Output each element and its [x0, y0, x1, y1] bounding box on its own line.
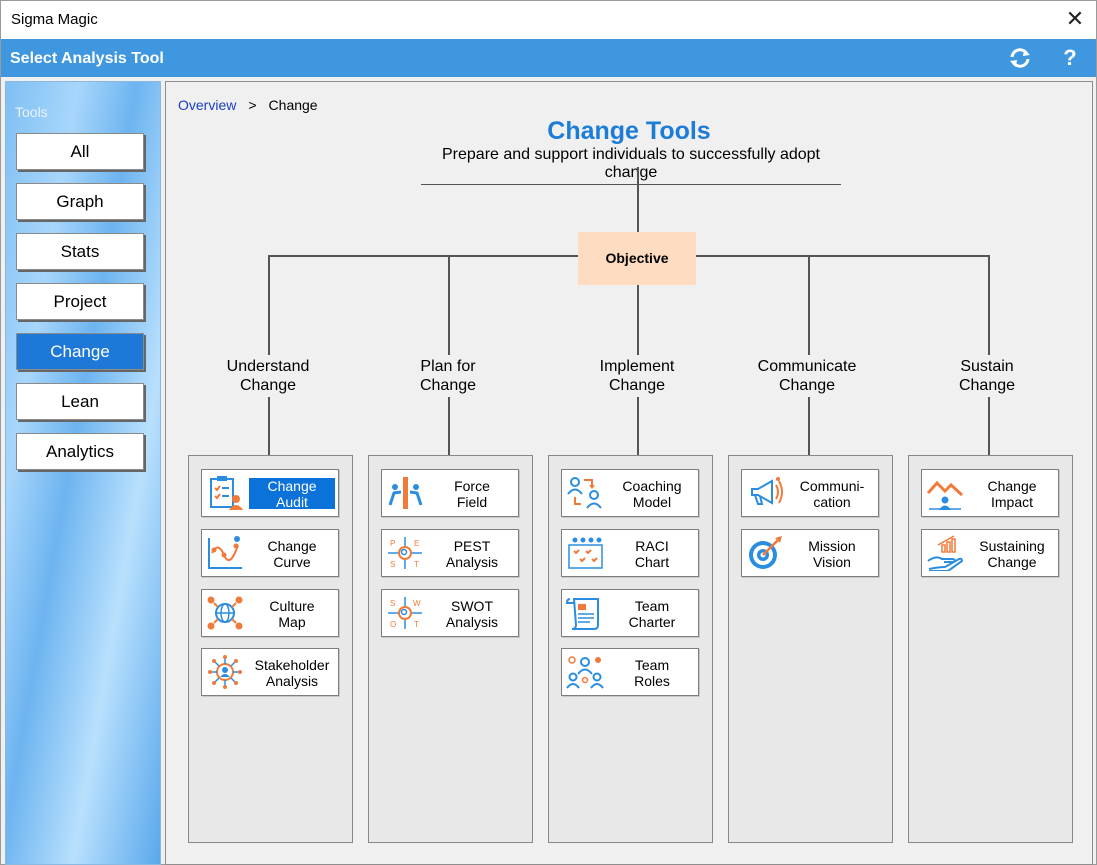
tool-column-plan: Force Field P E S T PEST Analysis — [368, 455, 533, 843]
tool-change-audit[interactable]: Change Audit — [201, 469, 339, 517]
svg-text:T: T — [414, 560, 419, 569]
refresh-icon[interactable] — [1007, 45, 1033, 71]
tool-swot-analysis[interactable]: S W O T SWOT Analysis — [381, 589, 519, 637]
tool-column-sustain: Change Impact Sustaining Change — [908, 455, 1073, 843]
connector-line — [637, 167, 639, 232]
tool-label: PEST Analysis — [445, 538, 499, 570]
impact-chart-icon — [926, 480, 964, 510]
tool-label: Mission Vision — [808, 538, 856, 570]
tool-mission-vision[interactable]: Mission Vision — [741, 529, 879, 577]
svg-text:S: S — [390, 560, 395, 569]
tool-label: RACI Chart — [634, 538, 670, 570]
target-icon — [749, 536, 782, 569]
connector-line — [988, 255, 990, 355]
sidebar-item-analytics[interactable]: Analytics — [16, 433, 144, 470]
scroll-document-icon — [566, 598, 599, 630]
tools-sidebar: Tools All Graph Stats Project Change Lea… — [5, 81, 161, 865]
sidebar-item-stats[interactable]: Stats — [16, 233, 144, 270]
tool-change-impact[interactable]: Change Impact — [921, 469, 1059, 517]
tool-change-curve[interactable]: Change Curve — [201, 529, 339, 577]
tool-label: Change Curve — [267, 538, 317, 570]
svg-text:P: P — [390, 539, 395, 548]
connector-line — [808, 255, 810, 355]
breadcrumb-current: Change — [268, 97, 318, 113]
sidebar-item-change[interactable]: Change — [16, 333, 144, 370]
window-title: Sigma Magic — [11, 11, 98, 28]
team-roles-icon — [566, 656, 604, 689]
stakeholder-hub-icon — [208, 655, 242, 689]
tool-force-field[interactable]: Force Field — [381, 469, 519, 517]
category-understand-change: Understand Change — [226, 358, 310, 394]
tool-label: Team Charter — [628, 598, 676, 630]
svg-text:W: W — [413, 599, 421, 608]
breadcrumb: Overview > Change — [178, 97, 318, 113]
title-bar: Sigma Magic ✕ — [1, 1, 1096, 39]
line-chart-icon — [208, 536, 242, 569]
connector-line — [637, 397, 639, 455]
megaphone-icon — [751, 477, 783, 505]
tool-label: Communi- cation — [799, 478, 865, 510]
page-subtitle: Prepare and support individuals to succe… — [421, 146, 841, 185]
objective-box: Objective — [578, 232, 696, 285]
sidebar-item-project[interactable]: Project — [16, 283, 144, 320]
tool-label: Sustaining Change — [979, 538, 1045, 570]
connector-line — [268, 255, 270, 355]
tool-column-communicate: Communi- cation Mission Vision — [728, 455, 893, 843]
globe-network-icon — [207, 596, 243, 630]
breadcrumb-separator: > — [248, 97, 257, 113]
tool-label: Team Roles — [634, 657, 670, 689]
connector-line — [988, 397, 990, 455]
breadcrumb-overview-link[interactable]: Overview — [178, 97, 237, 113]
close-icon[interactable]: ✕ — [1065, 6, 1085, 31]
category-implement-change: Implement Change — [599, 358, 675, 394]
svg-text:S: S — [390, 599, 395, 608]
connector-line — [448, 397, 450, 455]
tool-column-implement: Coaching Model RACI Chart — [548, 455, 713, 843]
category-plan-for-change: Plan for Change — [419, 358, 477, 394]
tool-team-roles[interactable]: Team Roles — [561, 648, 699, 696]
tool-label: Change Audit — [249, 478, 335, 510]
sidebar-item-graph[interactable]: Graph — [16, 183, 144, 220]
help-icon[interactable]: ? — [1063, 45, 1077, 70]
tool-raci-chart[interactable]: RACI Chart — [561, 529, 699, 577]
pest-icon: P E S T — [388, 537, 422, 569]
swot-icon: S W O T — [388, 597, 422, 629]
tool-label: Stakeholder Analysis — [254, 657, 330, 689]
sidebar-item-all[interactable]: All — [16, 133, 144, 170]
tool-label: Change Impact — [987, 478, 1037, 510]
main-panel: Overview > Change Change Tools Prepare and… — [165, 81, 1093, 865]
tool-pest-analysis[interactable]: P E S T PEST Analysis — [381, 529, 519, 577]
tool-label: Coaching Model — [622, 478, 682, 510]
tool-label: SWOT Analysis — [445, 598, 499, 630]
svg-text:E: E — [414, 539, 419, 548]
coaching-icon — [567, 477, 602, 509]
svg-text:O: O — [390, 620, 396, 629]
connector-line — [637, 285, 639, 355]
checklist-icon — [210, 476, 243, 510]
svg-text:T: T — [414, 620, 419, 629]
hand-growth-icon — [927, 535, 964, 571]
tool-label: Force Field — [454, 478, 490, 510]
tool-team-charter[interactable]: Team Charter — [561, 589, 699, 637]
tool-stakeholder-analysis[interactable]: Stakeholder Analysis — [201, 648, 339, 696]
header-bar: Select Analysis Tool ? — [1, 39, 1096, 77]
force-field-icon — [388, 477, 423, 509]
connector-line — [268, 397, 270, 455]
connector-line — [808, 397, 810, 455]
tool-column-understand: Change Audit Change Curve — [188, 455, 353, 843]
tool-coaching-model[interactable]: Coaching Model — [561, 469, 699, 517]
sidebar-label: Tools — [15, 104, 48, 120]
raci-icon — [568, 537, 603, 569]
connector-line — [448, 255, 450, 355]
header-title: Select Analysis Tool — [10, 50, 164, 67]
tool-communication[interactable]: Communi- cation — [741, 469, 879, 517]
tool-label: Culture Map — [269, 598, 315, 630]
category-communicate-change: Communicate Change — [757, 358, 857, 394]
tool-culture-map[interactable]: Culture Map — [201, 589, 339, 637]
sidebar-item-lean[interactable]: Lean — [16, 383, 144, 420]
tool-sustaining-change[interactable]: Sustaining Change — [921, 529, 1059, 577]
page-title: Change Tools — [547, 117, 711, 145]
category-sustain-change: Sustain Change — [958, 358, 1016, 394]
